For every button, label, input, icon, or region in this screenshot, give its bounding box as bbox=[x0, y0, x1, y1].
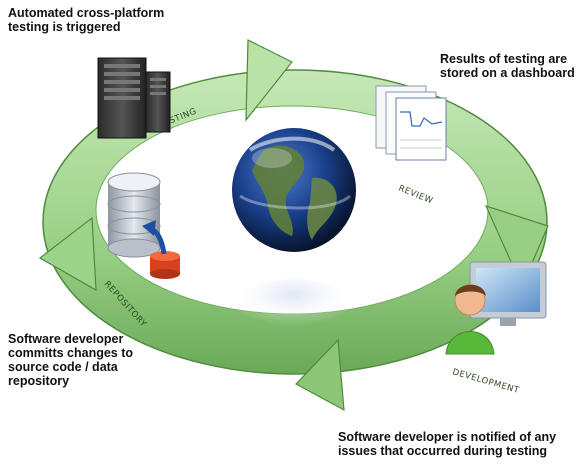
stage-label-development: DEVELOPMENT bbox=[451, 367, 520, 396]
dashboard-report-icon bbox=[375, 85, 447, 161]
server-rack-icon bbox=[97, 57, 171, 139]
upload-arrow-icon bbox=[142, 220, 156, 236]
arrow-head-bottom-icon bbox=[295, 338, 345, 412]
caption-developer-notified: Software developer is notified of any is… bbox=[338, 430, 557, 458]
caption-results-dashboard: Results of testing are stored on a dashb… bbox=[440, 52, 575, 80]
arrow-head-right-icon bbox=[484, 205, 549, 288]
caption-developer-commits: Software developer committs changes to s… bbox=[8, 332, 134, 388]
database-icon bbox=[107, 172, 180, 279]
globe-icon bbox=[232, 128, 356, 252]
developer-icon bbox=[445, 261, 547, 355]
globe-reflection bbox=[237, 279, 349, 331]
caption-testing-triggered: Automated cross-platform testing is trig… bbox=[8, 6, 165, 34]
arrow-head-left-icon bbox=[38, 216, 97, 292]
arrow-head-top-icon bbox=[245, 39, 293, 122]
